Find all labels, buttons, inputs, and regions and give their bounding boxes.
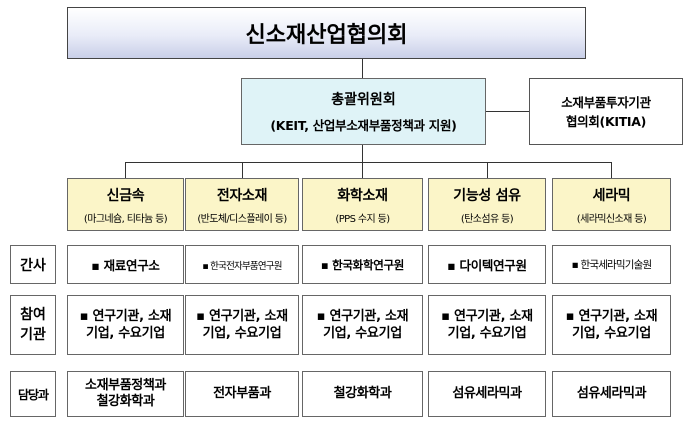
department-cell-2: 전자부품과 xyxy=(185,371,299,417)
category-chemical-materials: 화학소재 (PPS 수지 등) xyxy=(302,178,423,231)
general-committee-name: 총괄위원회 xyxy=(331,92,396,108)
category-name: 기능성 섬유 xyxy=(453,187,521,204)
category-examples: (반도체/디스플레이 등) xyxy=(197,213,287,225)
row-label-text: 담당과 xyxy=(17,387,49,402)
secretariat-org: ▪ 한국화학연구원 xyxy=(320,257,405,272)
connector-horizontal-bus xyxy=(125,162,611,163)
participants-line-1: ▪ 연구기관, 소재 xyxy=(196,309,288,324)
participants-line-2: 기업, 수요기업 xyxy=(86,326,165,341)
general-committee-box: 총괄위원회 (KEIT, 산업부소재부품정책과 지원) xyxy=(241,78,486,145)
participants-line-1: ▪ 연구기관, 소재 xyxy=(316,309,409,324)
department-name: 철강화학과 xyxy=(333,386,392,401)
row-label-participants: 참여 기관 xyxy=(10,295,56,355)
category-functional-fiber: 기능성 섬유 (탄소섬유 등) xyxy=(428,178,546,231)
category-electronic-materials: 전자소재 (반도체/디스플레이 등) xyxy=(185,178,299,231)
category-name: 신금속 xyxy=(106,187,145,204)
department-cell-4: 섬유세라믹과 xyxy=(428,371,546,417)
row-label-text: 기관 xyxy=(20,327,46,343)
connector-central-down xyxy=(362,145,363,162)
secretariat-org: ▪ 한국세라믹기술원 xyxy=(571,259,653,271)
department-cell-1: 소재부품정책과 철강화학과 xyxy=(67,371,184,417)
participants-line-2: 기업, 수요기업 xyxy=(447,326,527,341)
category-name: 세라믹 xyxy=(592,187,631,204)
connector-title-to-central xyxy=(362,59,363,78)
connector-to-category-3 xyxy=(362,162,363,178)
category-examples: (탄소섬유 등) xyxy=(460,213,514,225)
participants-cell-1: ▪ 연구기관, 소재 기업, 수요기업 xyxy=(67,295,184,355)
participants-line-2: 기업, 수요기업 xyxy=(202,326,282,341)
participants-line-1: ▪ 연구기관, 소재 xyxy=(79,309,172,324)
secretariat-cell-2: ▪ 한국전자부품연구원 xyxy=(185,245,299,284)
connector-to-category-5 xyxy=(611,162,612,178)
participants-line-2: 기업, 수요기업 xyxy=(323,326,402,341)
category-examples: (마그네슘, 티타늄 등) xyxy=(83,213,168,225)
kitia-box: 소재부품투자기관 협의회(KITIA) xyxy=(529,78,683,145)
participants-line-1: ▪ 연구기관, 소재 xyxy=(565,309,658,324)
category-name: 전자소재 xyxy=(216,187,268,204)
row-label-secretariat: 간사 xyxy=(10,245,56,284)
participants-cell-5: ▪ 연구기관, 소재 기업, 수요기업 xyxy=(552,295,671,355)
participants-cell-3: ▪ 연구기관, 소재 기업, 수요기업 xyxy=(302,295,423,355)
department-name-2: 철강화학과 xyxy=(96,394,155,409)
category-new-metals: 신금속 (마그네슘, 티타늄 등) xyxy=(67,178,184,231)
secretariat-org: ▪ 한국전자부품연구원 xyxy=(202,260,282,272)
participants-line-1: ▪ 연구기관, 소재 xyxy=(441,309,533,324)
participants-line-2: 기업, 수요기업 xyxy=(572,326,651,341)
secretariat-org: ▪ 재료연구소 xyxy=(91,258,160,273)
category-name: 화학소재 xyxy=(337,187,388,204)
row-label-text: 참여 xyxy=(20,307,46,323)
secretariat-cell-3: ▪ 한국화학연구원 xyxy=(302,245,423,284)
department-cell-5: 섬유세라믹과 xyxy=(552,371,671,417)
department-name: 소재부품정책과 xyxy=(85,378,166,393)
participants-cell-4: ▪ 연구기관, 소재 기업, 수요기업 xyxy=(428,295,546,355)
secretariat-cell-4: ▪ 다이텍연구원 xyxy=(428,245,546,284)
kitia-line-2: 협의회(KITIA) xyxy=(565,113,647,129)
row-label-department: 담당과 xyxy=(10,371,56,417)
department-name: 섬유세라믹과 xyxy=(576,386,647,401)
council-title: 신소재산업협의회 xyxy=(67,7,586,59)
department-name: 전자부품과 xyxy=(213,386,271,401)
connector-to-category-2 xyxy=(242,162,243,178)
general-committee-support: (KEIT, 산업부소재부품정책과 지원) xyxy=(270,118,457,133)
participants-cell-2: ▪ 연구기관, 소재 기업, 수요기업 xyxy=(185,295,299,355)
secretariat-cell-5: ▪ 한국세라믹기술원 xyxy=(552,245,671,284)
secretariat-cell-1: ▪ 재료연구소 xyxy=(67,245,184,284)
connector-to-category-1 xyxy=(125,162,126,178)
kitia-line-1: 소재부품투자기관 xyxy=(561,94,651,110)
category-examples: (세라믹신소재 등) xyxy=(576,213,647,225)
connector-to-category-4 xyxy=(487,162,488,178)
connector-central-to-side xyxy=(486,111,529,112)
secretariat-org: ▪ 다이텍연구원 xyxy=(447,258,527,273)
category-examples: (PPS 수지 등) xyxy=(335,213,390,225)
category-ceramics: 세라믹 (세라믹신소재 등) xyxy=(552,178,671,231)
department-name: 섬유세라믹과 xyxy=(452,386,522,401)
department-cell-3: 철강화학과 xyxy=(302,371,423,417)
row-label-text: 간사 xyxy=(20,257,46,274)
